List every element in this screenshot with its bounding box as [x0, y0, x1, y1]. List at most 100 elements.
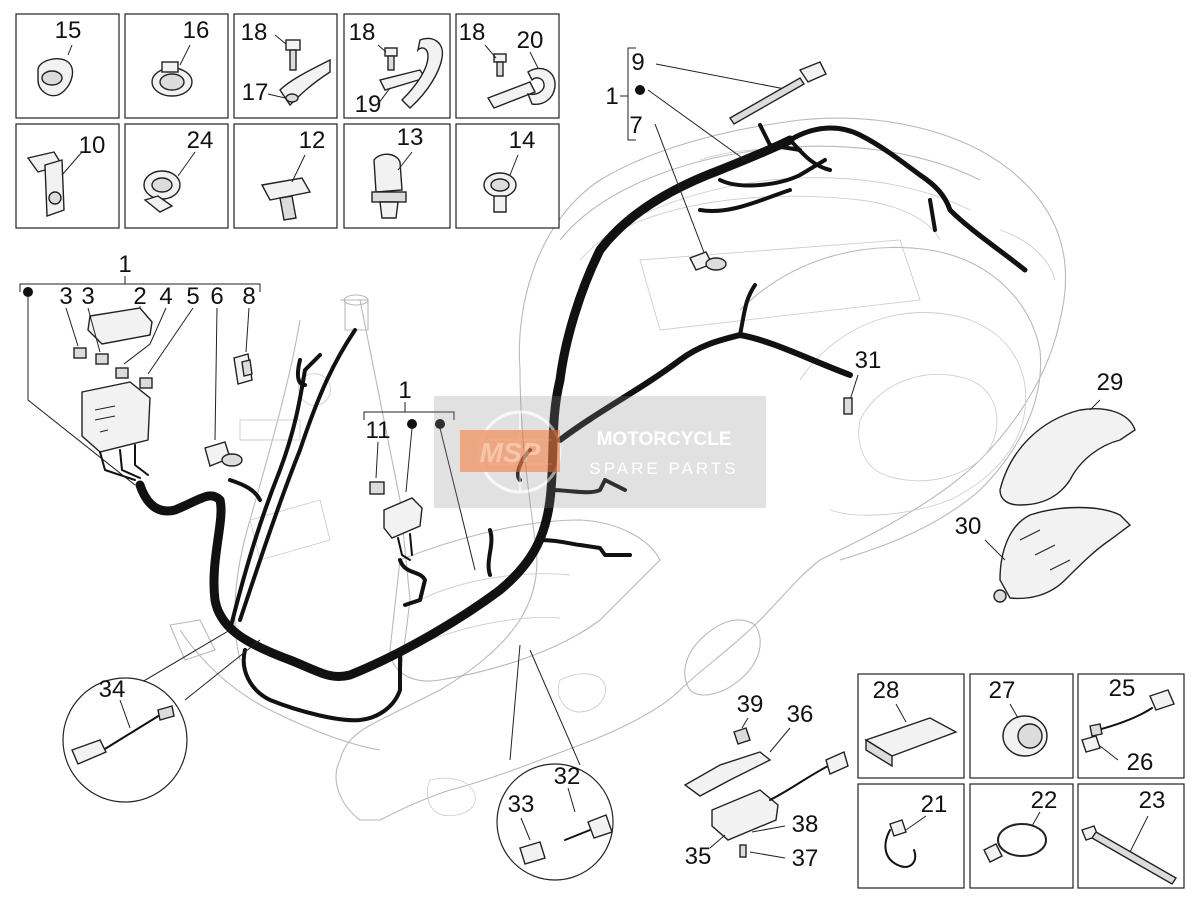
label-18b: 18	[349, 19, 376, 46]
connector-33-icon	[519, 817, 546, 865]
bracket-icon	[26, 151, 83, 217]
label-2: 2	[133, 283, 146, 310]
grid-cell-18-20[interactable]: 18 20	[455, 13, 560, 119]
label-32: 32	[554, 763, 581, 790]
grid-cell-18-17[interactable]: 18 17	[233, 13, 338, 119]
label-19: 19	[355, 91, 382, 118]
screw-31-icon	[843, 397, 853, 415]
hose-clamp-icon	[151, 44, 193, 97]
grid-cell-23[interactable]: 23	[1077, 783, 1185, 889]
cable-tie-ring-icon	[983, 811, 1047, 863]
watermark-logo: MSP	[480, 437, 541, 468]
label-20: 20	[517, 27, 544, 54]
bolt-bracket-icon	[267, 34, 331, 107]
control-module-icon	[709, 751, 849, 849]
grid-cell-15[interactable]: 15	[15, 13, 120, 119]
band-clip-icon	[143, 151, 196, 213]
module-group: 39 36 38 37 35	[683, 691, 849, 872]
fuse-holder-icon	[383, 427, 423, 561]
label-1-top: 1	[605, 83, 618, 110]
push-clip-icon	[260, 154, 312, 221]
label-29: 29	[1097, 369, 1124, 396]
bullet-dot	[635, 85, 645, 95]
label-13: 13	[397, 124, 424, 151]
grid-cell-27[interactable]: 27	[969, 673, 1074, 779]
label-8: 8	[242, 283, 255, 310]
watermark: MSP MOTORCYCLE SPARE PARTS	[434, 396, 766, 508]
grid-cell-18-19[interactable]: 18 19	[343, 13, 451, 119]
grid-cell-24[interactable]: 24	[124, 123, 229, 229]
label-1-mid: 1	[398, 377, 411, 404]
battery-tray-icon	[984, 506, 1132, 603]
connector-32-icon	[564, 787, 613, 841]
group-left: 1 3 3 2 4 5 6 8	[19, 251, 261, 486]
grid-cell-28[interactable]: 28	[857, 673, 965, 779]
bolt-strap-icon	[377, 37, 444, 109]
grid-cell-13[interactable]: 13	[343, 123, 451, 229]
watermark-line1: MOTORCYCLE	[597, 429, 732, 450]
round-clip-icon	[483, 154, 519, 213]
grommet-icon	[1002, 703, 1048, 757]
label-30: 30	[955, 513, 982, 540]
bullet-dot	[407, 419, 417, 429]
label-12: 12	[299, 127, 326, 154]
bullet-dot	[23, 287, 33, 297]
grid-cell-10[interactable]: 10	[15, 123, 120, 229]
grid-cell-21[interactable]: 21	[857, 783, 965, 889]
wiring-harness	[135, 123, 1028, 723]
bullet-dot	[435, 419, 445, 429]
grid-cell-16[interactable]: 16	[124, 13, 229, 119]
battery-cover-group: 31 29 30	[843, 347, 1136, 603]
label-36: 36	[787, 701, 814, 728]
label-16: 16	[183, 17, 210, 44]
label-22: 22	[1031, 787, 1058, 814]
clip-8-icon	[233, 307, 253, 385]
label-4: 4	[159, 283, 172, 310]
label-10: 10	[79, 132, 106, 159]
label-34: 34	[99, 676, 126, 703]
label-24: 24	[187, 127, 214, 154]
label-5: 5	[186, 283, 199, 310]
grid-cell-22[interactable]: 22	[969, 783, 1074, 889]
fuse-icon	[65, 307, 194, 389]
wire-clamp-icon	[204, 307, 243, 467]
watermark-logo-box	[460, 430, 560, 472]
grid-cell-14[interactable]: 14	[455, 123, 560, 229]
group-mid: 1 11	[363, 377, 476, 571]
label-39: 39	[737, 691, 764, 718]
screw-37-icon	[739, 844, 747, 858]
label-35: 35	[685, 843, 712, 870]
grid-cell-25-26[interactable]: 25 26	[1077, 673, 1185, 779]
bottom-parts-grid: 28 27 25 26	[857, 673, 1185, 889]
label-31: 31	[855, 347, 882, 374]
sensor-lead-icon	[71, 699, 175, 765]
label-3a: 3	[59, 283, 72, 310]
label-11: 11	[366, 417, 391, 444]
cable-clip-icon	[37, 44, 74, 97]
label-25: 25	[1109, 675, 1136, 702]
group-top: 1 9 7	[605, 47, 827, 271]
bolt-clamp-icon	[484, 44, 556, 109]
inset-32-33: 32 33	[496, 644, 614, 881]
label-7: 7	[629, 112, 642, 139]
label-1-left: 1	[118, 251, 131, 278]
label-33: 33	[508, 791, 535, 818]
label-21: 21	[921, 791, 948, 818]
nut-39-icon	[733, 717, 751, 745]
label-17: 17	[242, 79, 269, 106]
label-14: 14	[509, 127, 536, 154]
connector-lead-icon	[1081, 689, 1175, 761]
fuse-box-cover-icon	[87, 306, 153, 345]
fuse-11-icon	[369, 441, 385, 495]
grid-cell-12[interactable]: 12	[233, 123, 338, 229]
foam-pad-icon	[864, 703, 958, 768]
inset-34: 34	[62, 629, 261, 803]
label-15: 15	[55, 17, 82, 44]
battery-cover-icon	[999, 399, 1136, 506]
label-9: 9	[631, 49, 644, 76]
clamp-7-icon	[654, 123, 727, 271]
bracket-36-icon	[683, 727, 791, 797]
label-3b: 3	[81, 283, 94, 310]
watermark-line2: SPARE PARTS	[589, 459, 738, 478]
fuse-box-icon	[81, 381, 151, 481]
